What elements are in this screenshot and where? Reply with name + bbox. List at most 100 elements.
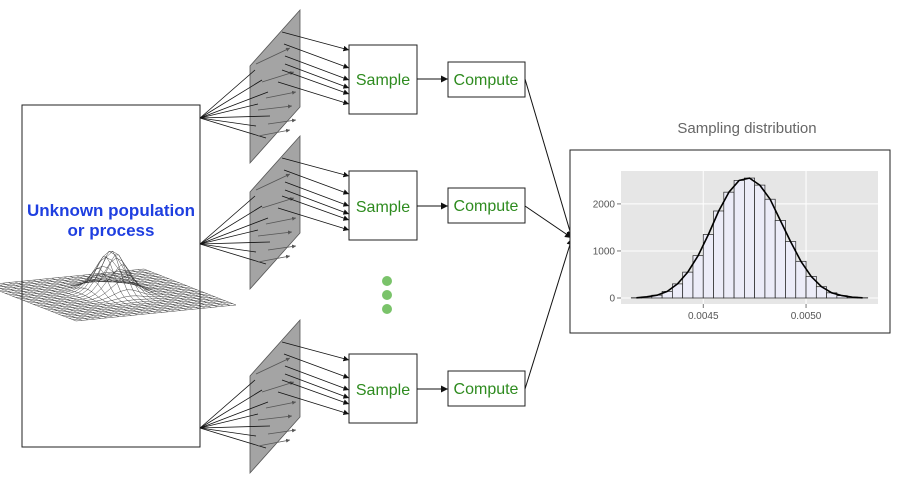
compute-box-2 [447, 187, 526, 224]
sample-label-2: Sample [356, 199, 410, 216]
sample-arrow-3-4 [281, 379, 350, 405]
fan-line-2-5 [199, 243, 257, 253]
fan-line-2-4 [199, 241, 271, 245]
compute-label-2: Compute [454, 198, 519, 215]
surface-line-v-21 [58, 297, 219, 315]
fan-line-3-1 [199, 389, 263, 429]
arrow-compute-distribution-1 [524, 78, 574, 239]
plane-arrow-2-3 [257, 230, 293, 237]
fan-line-1-1 [199, 79, 263, 119]
sample-fan-3 [199, 341, 350, 449]
plane-arrow-1-1 [261, 71, 295, 83]
x-tick-label-0: 0.0045 [688, 311, 719, 322]
sample-arrow-1-2 [284, 55, 350, 81]
sample-arrow-3-2 [284, 365, 350, 391]
sample-arrow-1-0 [281, 31, 350, 52]
sample-arrow-2-3 [284, 189, 350, 215]
fan-line-1-3 [199, 103, 259, 119]
surface-line-v-25 [72, 303, 233, 320]
chart-title: Sampling distribution [677, 120, 816, 137]
surface-line-v-11 [22, 251, 183, 301]
sampling-row-2: Sample Compute [199, 134, 573, 291]
surface-line-v-5 [1, 275, 162, 293]
fan-line-3-5 [199, 427, 257, 437]
hist-bar-8 [713, 210, 725, 299]
fan-line-2-1 [199, 205, 263, 245]
surface-line-v-0 [0, 268, 145, 284]
ellipsis-dot-2 [382, 290, 392, 300]
ellipsis-dot-1 [382, 276, 392, 286]
fan-line-3-6 [199, 427, 267, 449]
arrow-compute-distribution-3 [524, 237, 574, 390]
fan-line-3-3 [199, 413, 259, 429]
sample-fan-2 [199, 157, 350, 265]
surface-line-v-10 [19, 257, 180, 300]
surface-line-v-9 [15, 265, 176, 298]
plane-arrow-3-1 [261, 381, 295, 393]
plane-arrow-2-2 [265, 216, 297, 225]
hist-bar-14 [774, 220, 786, 299]
sample-box-1 [348, 44, 418, 115]
surface-line-v-18 [47, 293, 208, 311]
plane-arrow-1-5 [257, 128, 291, 137]
plane-arrow-1-3 [257, 104, 293, 111]
sample-label-1: Sample [356, 72, 410, 89]
compute-label-1: Compute [454, 72, 519, 89]
sample-arrow-2-0 [281, 157, 350, 178]
x-tick-label-1: 0.0050 [791, 311, 822, 322]
sampling-rows: Sample Compute Sample Compute Sample Com… [199, 8, 574, 475]
surface-line-v-15 [37, 280, 198, 307]
y-tick-label-1: 1000 [593, 246, 616, 257]
sample-arrow-2-5 [277, 207, 350, 232]
sample-arrow-3-1 [283, 353, 350, 379]
sample-box-2 [348, 170, 418, 241]
population-label-line2: or process [68, 221, 155, 240]
density-curve [636, 177, 863, 299]
compute-label-3: Compute [454, 381, 519, 398]
surface-line-v-20 [54, 296, 215, 313]
surface-line-v-2 [0, 271, 152, 288]
surface-line-v-12 [26, 251, 187, 302]
sample-arrow-1-4 [281, 69, 350, 95]
fan-line-2-2 [199, 217, 269, 245]
fan-line-1-6 [199, 117, 267, 139]
compute-box-1 [447, 61, 526, 98]
surface-line-v-19 [51, 295, 212, 312]
y-tick-label-0: 0 [609, 294, 615, 305]
plane-arrow-3-4 [267, 428, 297, 435]
plane-arrow-3-2 [265, 400, 297, 409]
hist-bar-10 [733, 180, 745, 299]
fan-line-1-0 [199, 69, 256, 119]
surface-line-v-23 [65, 300, 226, 318]
hist-bar-12 [754, 184, 766, 299]
fan-line-1-5 [199, 117, 257, 127]
ellipsis-dot-3 [382, 304, 392, 314]
sample-arrow-3-3 [284, 373, 350, 399]
sample-arrow-2-4 [281, 195, 350, 221]
surface-line-v-14 [33, 268, 194, 305]
sample-box-3 [348, 353, 418, 424]
compute-box-3 [447, 370, 526, 407]
population-surface-plot [0, 251, 237, 322]
fan-line-1-2 [199, 91, 269, 119]
sample-arrow-2-2 [284, 181, 350, 207]
population-label-line1: Unknown population [27, 201, 195, 220]
plane-arrow-2-0 [255, 173, 291, 191]
ellipsis-dots [382, 276, 392, 314]
hist-bar-13 [764, 198, 776, 299]
fan-line-3-4 [199, 425, 271, 429]
sample-arrow-1-1 [283, 43, 350, 69]
sample-fan-1 [199, 31, 350, 139]
plane-arrow-2-1 [261, 197, 295, 209]
hist-bar-7 [702, 234, 714, 299]
surface-line-v-1 [0, 270, 148, 286]
fan-line-3-0 [199, 379, 256, 429]
fan-line-2-3 [199, 229, 259, 245]
surface-line-v-22 [61, 299, 222, 316]
fan-line-2-6 [199, 243, 267, 265]
surface-line-v-7 [8, 278, 169, 295]
plane-arrow-3-5 [257, 438, 291, 447]
plane-arrow-3-3 [257, 414, 293, 421]
